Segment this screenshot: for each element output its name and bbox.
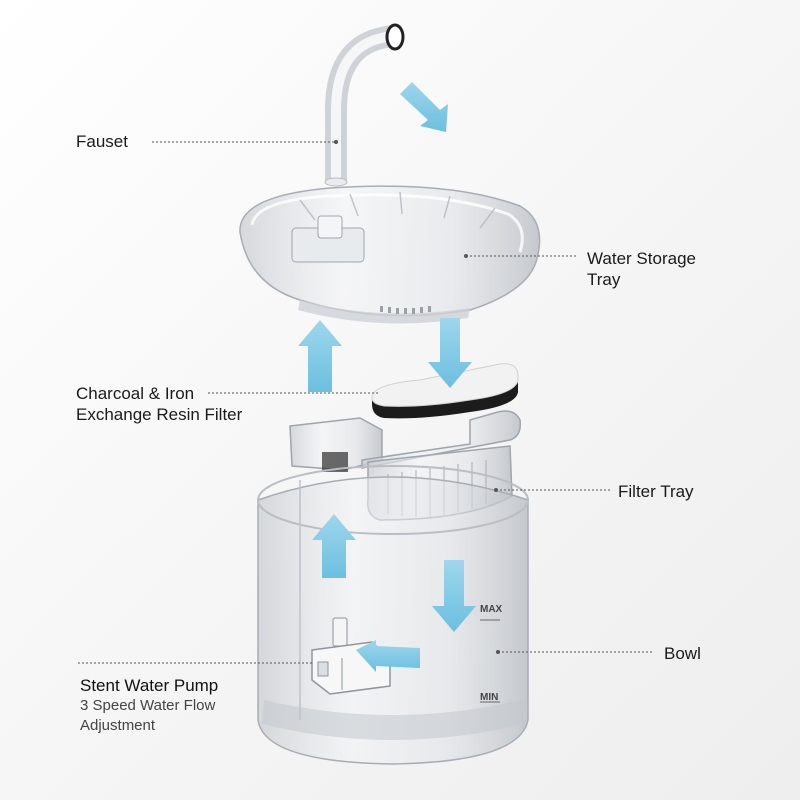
label-pump-desc-2: Adjustment bbox=[80, 717, 156, 734]
min-mark: MIN bbox=[480, 692, 498, 703]
label-pump-desc-1: 3 Speed Water Flow bbox=[80, 697, 216, 714]
flow-arrow-down-filter bbox=[428, 318, 472, 388]
label-bowl: Bowl bbox=[664, 644, 701, 663]
water-storage-tray bbox=[239, 185, 541, 324]
label-storage-tray-2: Tray bbox=[587, 270, 621, 289]
filter-pad bbox=[371, 363, 519, 419]
flow-arrow-up-pump bbox=[312, 514, 356, 578]
label-faucet: Fauset bbox=[76, 132, 128, 151]
flow-arrow-out bbox=[400, 82, 448, 132]
flow-arrow-down-bowl bbox=[432, 560, 476, 632]
faucet-pipe bbox=[324, 23, 405, 187]
label-filter-1: Charcoal & Iron bbox=[76, 384, 195, 403]
label-filter-2: Exchange Resin Filter bbox=[76, 405, 243, 424]
label-storage-tray-1: Water Storage bbox=[587, 249, 696, 268]
flow-arrow-intake bbox=[356, 640, 420, 672]
label-filter-tray: Filter Tray bbox=[618, 482, 694, 501]
flow-arrows bbox=[298, 82, 476, 672]
leader-lines bbox=[78, 141, 654, 664]
flow-arrow-up-tray bbox=[298, 320, 342, 392]
label-pump-title: Stent Water Pump bbox=[80, 676, 219, 695]
max-mark: MAX bbox=[480, 604, 503, 615]
bowl: MAX MIN bbox=[257, 465, 529, 765]
